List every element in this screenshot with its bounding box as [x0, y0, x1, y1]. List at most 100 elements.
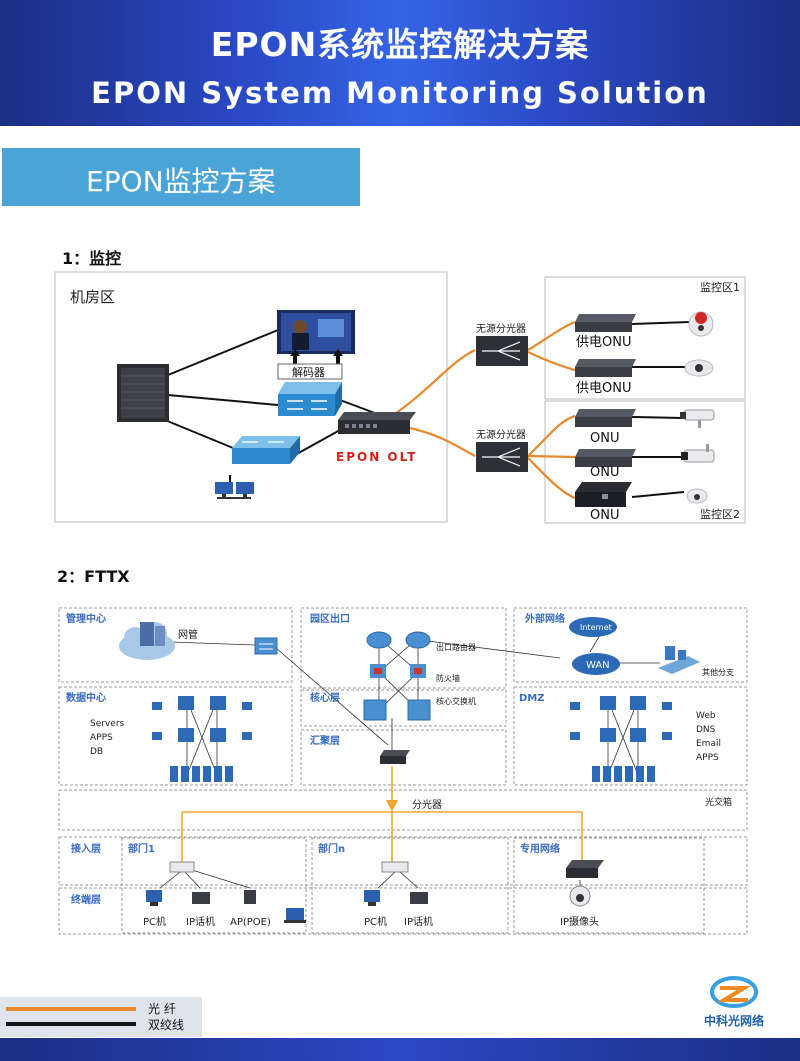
workstation-icon [215, 482, 254, 499]
fiber-box-label: 光交箱 [705, 796, 732, 808]
dept1-label: 部门1 [128, 842, 155, 855]
fttx-fiber-links [181, 766, 583, 862]
page-header: EPON系统监控解决方案 EPON System Monitoring Solu… [0, 0, 800, 126]
camera-device-label: IP摄像头 [560, 915, 599, 928]
company-logo-text: 中科光网络 [703, 1014, 764, 1028]
external-net-zone [513, 607, 748, 683]
exit-router-label: 出口路由器 [436, 642, 476, 652]
dept1-zone [121, 837, 307, 934]
zone1-box [544, 276, 746, 400]
dedicated-net-zone [513, 837, 705, 934]
dc-network-icons [152, 696, 252, 782]
dept1-device-2: IP话机 [186, 915, 215, 928]
page-footer [0, 1038, 800, 1061]
park-exit-zone [300, 607, 507, 689]
legend-fiber-label: 光 纤 [148, 1002, 176, 1016]
ip-phone-icon-2 [410, 892, 428, 904]
wan-cloud-icon: WAN [572, 653, 620, 675]
bullet-camera-icon-1 [680, 409, 715, 428]
core-layer-zone [300, 689, 507, 727]
decoder-label: 解码器 [292, 365, 325, 379]
exit-router-icon-1 [366, 631, 392, 649]
dome-camera-red-icon [688, 311, 714, 337]
dedicated-net-label: 专用网络 [520, 842, 560, 855]
other-branch-label: 其他分支 [702, 667, 734, 677]
deptn-zone [311, 837, 509, 934]
svg-text:Internet: Internet [580, 623, 612, 632]
core-switch-icon [278, 382, 342, 416]
dept1-onu-icon [169, 861, 195, 873]
access-layer-zone [58, 836, 748, 886]
dept1-device-1: PC机 [143, 915, 166, 928]
onu-label-4: ONU [590, 465, 619, 480]
ip-phone-icon-1 [192, 892, 210, 904]
decoder-arrows [290, 349, 343, 364]
ptz-camera-icon [569, 885, 591, 907]
section-band: EPON监控方案 [2, 148, 360, 206]
dmz-service-1: Web [696, 711, 716, 721]
deptn-onu-icon [381, 861, 409, 873]
dmz-service-4: APPS [696, 753, 719, 763]
internet-cloud-icon: Internet [569, 617, 617, 637]
title-cn: EPON系统监控解决方案 [210, 25, 590, 64]
mgmt-center-zone [58, 607, 293, 683]
olt-device-icon [338, 412, 416, 434]
dc-service-2: APPS [90, 733, 113, 743]
part1-heading: 1：监控 [62, 249, 122, 268]
fttx-diagram: 管理中心 园区出口 外部网络 数据中心 核心层 DMZ 汇聚层 接入层 终端层 … [58, 607, 748, 935]
onu-label-1: 供电ONU [576, 335, 631, 350]
onu-label-5: ONU [590, 508, 619, 523]
nms-label: 网管 [178, 628, 198, 641]
agg-layer-label: 汇聚层 [310, 734, 340, 747]
onu-device-2 [575, 359, 636, 377]
decoder-box [277, 363, 343, 380]
monitoring-diagram: 机房区 监控区1 监控区2 [54, 271, 746, 524]
fttx-splitter-icon [386, 800, 398, 812]
bullet-camera-icon-2 [681, 444, 715, 463]
splitter1-label: 无源分光器 [476, 322, 526, 335]
core-switch-icon-2 [407, 699, 431, 721]
mgmt-switch-icon [254, 637, 278, 655]
dc-service-3: DB [90, 747, 103, 757]
dome-camera-icon [684, 359, 714, 377]
network-links [159, 634, 660, 890]
branch-building-icon [658, 646, 700, 674]
deptn-device-2: IP话机 [404, 915, 433, 928]
fiber-box-zone [58, 789, 748, 831]
mgmt-center-label: 管理中心 [66, 612, 106, 625]
onu-label-2: 供电ONU [576, 381, 631, 396]
firewall-icon-1 [370, 664, 386, 678]
onu-device-3 [575, 409, 636, 427]
section-title: EPON监控方案 [86, 165, 276, 198]
firewall-label: 防火墙 [436, 673, 460, 683]
agg-layer-zone [300, 729, 507, 786]
monitor-screen-icon [277, 310, 355, 354]
dc-service-1: Servers [90, 719, 125, 729]
zone1-label: 监控区1 [700, 280, 740, 294]
company-logo-icon [710, 976, 758, 1008]
terminal-layer-zone [58, 887, 748, 935]
dmz-label: DMZ [519, 693, 545, 704]
exit-router-icon-2 [405, 631, 431, 649]
dmz-zone [513, 686, 748, 786]
core-switch-icon-1 [363, 699, 387, 721]
firewall-icon-2 [410, 664, 426, 678]
deptn-device-1: PC机 [364, 915, 387, 928]
deptn-label: 部门n [318, 842, 345, 855]
olt-label: EPON OLT [336, 450, 417, 464]
splitter2-icon [476, 442, 528, 472]
dmz-network-icons [570, 696, 672, 782]
pc-icon-1 [146, 890, 162, 906]
mini-dome-camera-icon [686, 488, 708, 504]
fiber-links [391, 320, 576, 500]
nms-cloud-icon [119, 622, 175, 660]
dept1-device-3: AP(POE) [230, 917, 271, 928]
fttx-splitter-label: 分光器 [412, 798, 442, 811]
park-exit-label: 园区出口 [310, 612, 350, 625]
onu-device-5 [575, 482, 632, 507]
access-layer-label: 接入层 [71, 842, 101, 855]
terminal-layer-label: 终端层 [71, 893, 101, 906]
splitter1-icon [476, 336, 528, 366]
legend-twisted-swatch [6, 1022, 136, 1026]
data-center-zone [58, 686, 293, 786]
